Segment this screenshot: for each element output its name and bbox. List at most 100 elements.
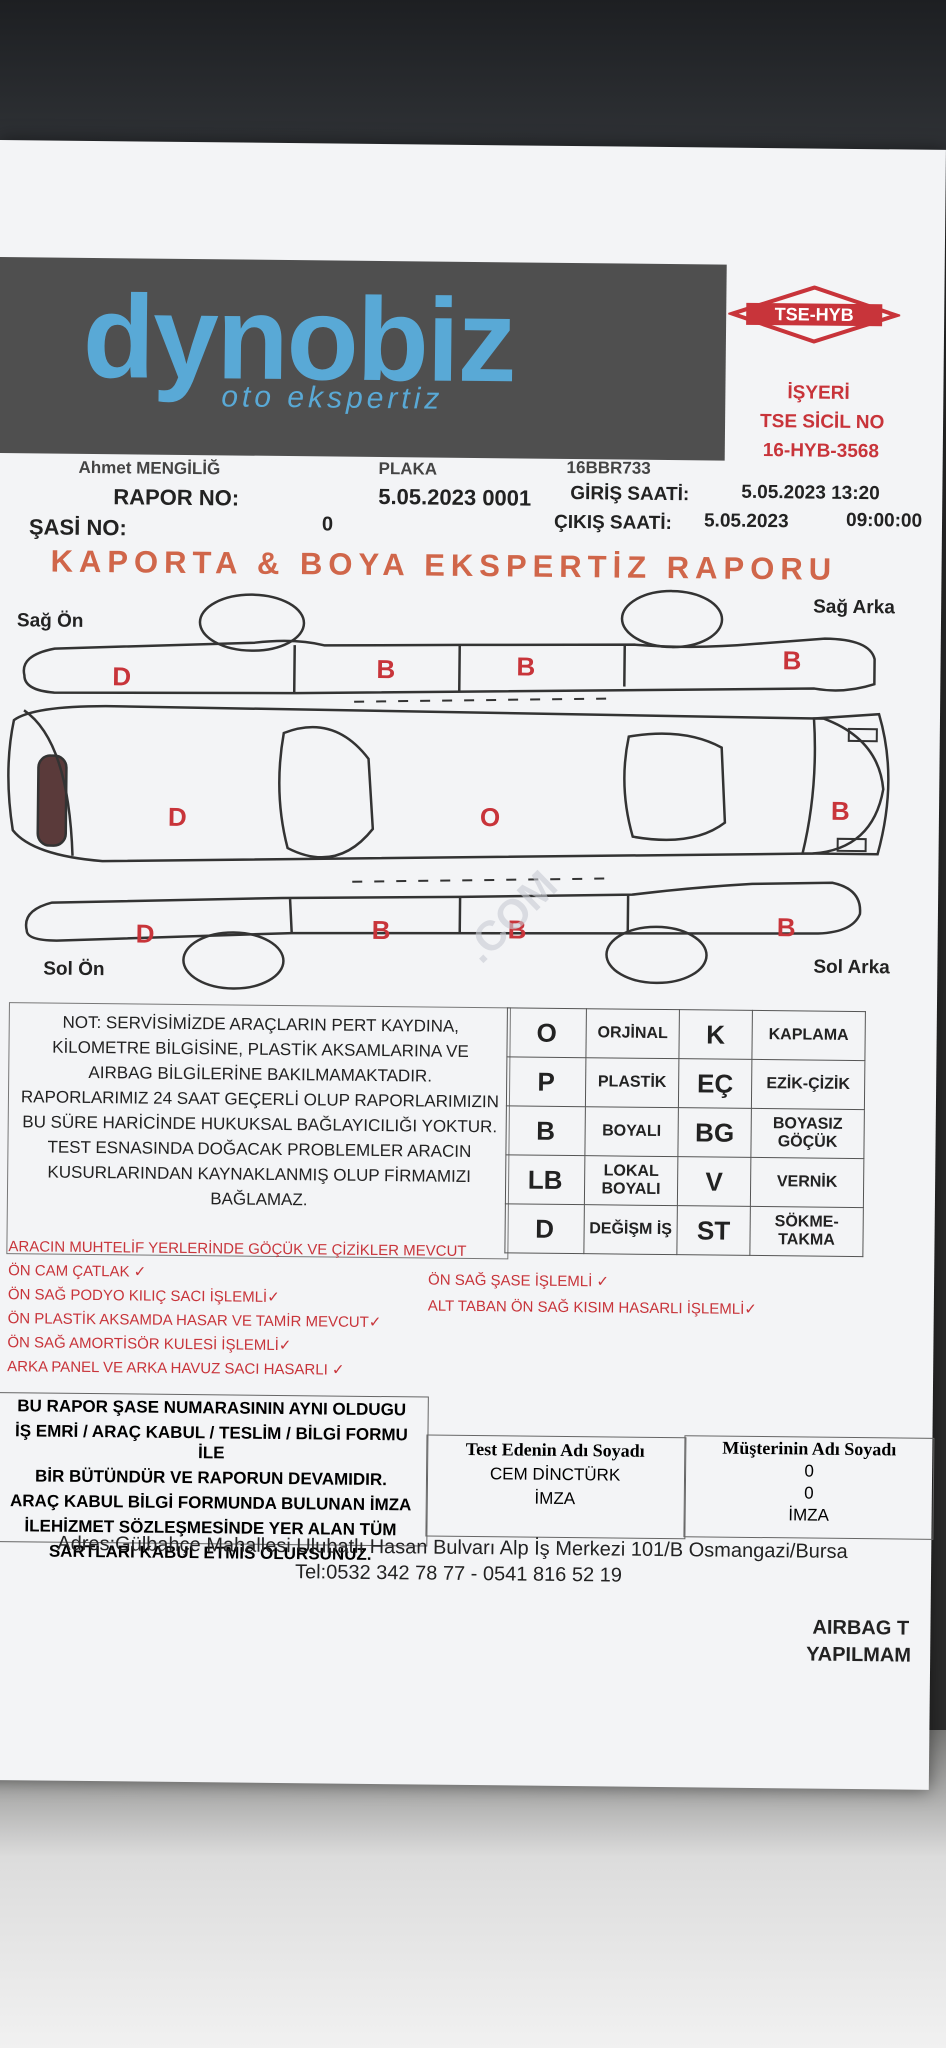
note-text: NOT: SERVİSİMİZDE ARAÇLARIN PERT KAYDINA…: [19, 1012, 501, 1212]
contract-line: BİR BÜTÜNDÜR VE RAPORUN DEVAMIDIR.: [34, 1466, 388, 1490]
legend-code: O: [506, 1007, 587, 1058]
customer-value: 0: [804, 1461, 814, 1481]
customer-signature-label: İMZA: [788, 1505, 830, 1525]
plaka-label: PLAKA: [378, 458, 438, 479]
legend-code: K: [678, 1009, 753, 1060]
right-rear-wheel: [620, 589, 724, 649]
legend-label: VERNİK: [750, 1157, 864, 1208]
trunk-outline: [800, 712, 890, 856]
windshield: [278, 725, 375, 859]
contract-line: ARAÇ KABUL BİLGİ FORMUNDA BULUNAN İMZA: [9, 1491, 412, 1515]
legend-row: O ORJİNAL K KAPLAMA: [506, 1007, 866, 1061]
note-line: KUSURLARINDAN KAYNAKLANMIŞ OLUP FİRMAMIZ…: [47, 1162, 472, 1186]
front-grille: [36, 754, 68, 847]
tester-name: CEM DİNCTÜRK: [489, 1464, 621, 1485]
giris-label: GİRİŞ SAATİ:: [570, 482, 690, 506]
legend-table: O ORJİNAL K KAPLAMA P PLASTİK EÇ EZİK-Çİ…: [504, 1007, 866, 1257]
legend-row: P PLASTİK EÇ EZİK-ÇİZİK: [506, 1056, 865, 1110]
report-paper: dynobiz oto ekspertiz TSE-HYB İŞYERİ TSE…: [0, 140, 946, 1790]
mark-left-rear-door: B: [508, 914, 527, 944]
footer-phone: Tel:0532 342 78 77 - 0541 816 52 19: [294, 1561, 623, 1587]
mark-hood: D: [168, 802, 187, 832]
legend-label: DEĞİŞM İŞ: [583, 1204, 678, 1255]
legend-code: LB: [505, 1154, 585, 1205]
legend-row: B BOYALI BG BOYASIZ GÖÇÜK: [505, 1105, 865, 1159]
top-view-outline: [7, 704, 885, 863]
legend-code: EÇ: [678, 1058, 752, 1109]
note-line: KİLOMETRE BİLGİSİNE, PLASTİK AKSAMLARINA…: [52, 1037, 469, 1061]
customer-name: Ahmet MENGİLİĞ: [78, 457, 221, 479]
contract-line: İŞ EMRİ / ARAÇ KABUL / TESLİM / BİLGİ FO…: [14, 1421, 409, 1463]
damage-list-right: ÖN SAĞ ŞASE İŞLEMLİ ✓ ALT TABAN ÖN SAĞ K…: [428, 1271, 758, 1318]
cikis-label: ÇIKIŞ SAATİ:: [553, 511, 673, 535]
legend-label: ORJİNAL: [585, 1008, 680, 1059]
damage-list-left: ARACIN MUHTELİF YERLERİNDE GÖÇÜK VE ÇİZİ…: [7, 1238, 467, 1380]
tse-badge-text: TSE-HYB: [775, 304, 854, 325]
note-line: TEST ESNASINDA DOĞACAK PROBLEMLER ARACIN: [47, 1137, 472, 1161]
right-side-outline: [22, 637, 876, 695]
label-sol-on: Sol Ön: [43, 958, 105, 981]
tse-badge: TSE-HYB: [727, 285, 901, 344]
brand-subtitle: oto ekspertiz: [221, 380, 444, 416]
label-sag-on: Sağ Ön: [16, 610, 84, 632]
legend-label: LOKAL BOYALI: [584, 1155, 678, 1206]
tse-sicil-label: TSE SİCİL NO: [759, 410, 885, 434]
airbag-note-2: YAPILMAM: [806, 1643, 912, 1667]
damage-item: ÖN PLASTİK AKSAMDA HASAR VE TAMİR MEVCUT…: [7, 1310, 382, 1332]
tester-signature-label: İMZA: [534, 1488, 576, 1509]
isyeri-label: İŞYERİ: [787, 382, 850, 404]
rapor-value: 5.05.2023 0001: [378, 483, 532, 511]
legend-label: KAPLAMA: [751, 1010, 866, 1061]
note-line: BU SÜRE HARİCİNDE HUKUKSAL BAĞLAYICILIĞI…: [22, 1112, 498, 1137]
damage-item: ARKA PANEL VE ARKA HAVUZ SACI HASARLI ✓: [7, 1358, 345, 1379]
mark-right-front-fender: D: [112, 661, 131, 691]
legend-row: LB LOKAL BOYALI V VERNİK: [505, 1154, 864, 1208]
cikis-time: 09:00:00: [845, 509, 923, 532]
customer-header: Müşterinin Adı Soyadı: [722, 1437, 897, 1460]
rapor-label: RAPOR NO:: [113, 484, 240, 511]
car-diagram: D B B B D O B D B B B .COM: [7, 589, 890, 990]
damage-item: ARACIN MUHTELİF YERLERİNDE GÖÇÜK VE ÇİZİ…: [8, 1238, 467, 1260]
legend-code: ST: [676, 1205, 751, 1256]
airbag-note-1: AIRBAG T: [812, 1616, 910, 1640]
legend-label: PLASTİK: [585, 1057, 679, 1108]
label-sag-arka: Sağ Arka: [813, 596, 895, 619]
note-line: AIRBAG BİLGİLERİNE BAKILMAMAKTADIR.: [88, 1062, 433, 1086]
mark-left-front-fender: D: [136, 918, 155, 948]
damage-item: ALT TABAN ÖN SAĞ KISIM HASARLI İŞLEMLİ✓: [427, 1297, 757, 1318]
tse-sicil-number: 16-HYB-3568: [762, 440, 880, 463]
damage-item: ÖN SAĞ AMORTİSÖR KULESİ İŞLEMLİ✓: [7, 1334, 292, 1355]
mark-right-rear-door: B: [516, 651, 535, 681]
left-side-outline: [24, 881, 862, 942]
legend-label: BOYASIZ GÖÇÜK: [750, 1108, 865, 1159]
legend-row: D DEĞİŞM İŞ ST SÖKME-TAKMA: [504, 1203, 864, 1257]
sasi-value: 0: [321, 513, 334, 536]
legend-label: EZİK-ÇİZİK: [751, 1059, 865, 1110]
legend-label: BOYALI: [584, 1106, 679, 1157]
damage-item: ÖN SAĞ PODYO KILIÇ SACI İŞLEMLİ✓: [7, 1286, 280, 1306]
contract-line: BU RAPOR ŞASE NUMARASININ AYNI OLDUGU: [17, 1396, 407, 1420]
sasi-label: ŞASİ NO:: [28, 514, 127, 541]
note-line: NOT: SERVİSİMİZDE ARAÇLARIN PERT KAYDINA…: [62, 1012, 460, 1036]
legend-code: V: [677, 1156, 751, 1207]
tester-header: Test Edenin Adı Soyadı: [465, 1438, 645, 1461]
mark-trunk: B: [831, 796, 850, 826]
mark-right-front-door: B: [376, 654, 395, 684]
legend-code: P: [506, 1056, 586, 1107]
mark-roof: O: [480, 802, 501, 832]
customer-section: Müşterinin Adı Soyadı 0 0 İMZA: [686, 1437, 933, 1527]
legend-code: D: [504, 1203, 585, 1254]
mark-left-front-door: B: [372, 915, 391, 945]
damage-item: ÖN SAĞ ŞASE İŞLEMLİ ✓: [427, 1271, 610, 1291]
mark-right-rear-fender: B: [782, 645, 801, 675]
legend-code: B: [505, 1105, 586, 1156]
tester-section: Test Edenin Adı Soyadı CEM DİNCTÜRK İMZA: [426, 1439, 685, 1511]
watermark: .COM: [455, 861, 566, 971]
right-front-wheel: [198, 593, 306, 652]
note-line: RAPORLARIMIZ 24 SAAT GEÇERLİ OLUP RAPORL…: [20, 1087, 500, 1112]
giris-value: 5.05.2023 13:20: [741, 481, 880, 505]
damage-item: ÖN CAM ÇATLAK ✓: [8, 1262, 147, 1281]
label-sol-arka: Sol Arka: [813, 956, 890, 979]
legend-code: BG: [677, 1107, 752, 1158]
mark-left-rear-fender: B: [777, 912, 796, 942]
